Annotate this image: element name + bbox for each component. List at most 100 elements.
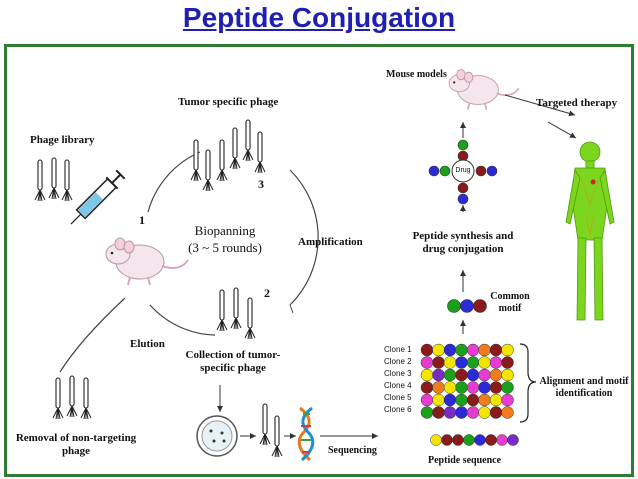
clone-bead — [466, 406, 480, 419]
clone-bead — [443, 356, 457, 369]
human-figure-icon — [565, 141, 615, 321]
clone-bead — [443, 368, 457, 382]
syringe-icon — [70, 169, 126, 225]
peptide-bead — [474, 434, 486, 446]
elution-line — [59, 297, 126, 373]
synthesis-line2: drug conjugation — [422, 243, 504, 255]
clone-label: Clone 6 — [384, 405, 412, 414]
clone-bead — [432, 381, 445, 394]
clone-bead — [466, 368, 480, 382]
clone-label: Clone 4 — [384, 381, 412, 390]
common-motif-label: Common motif — [488, 291, 532, 315]
peptide-bead — [485, 434, 497, 446]
collection-label: Collection of tumor- specific phage — [180, 349, 286, 375]
alignment-line1: Alignment and motif — [539, 376, 629, 387]
clone-bead — [466, 356, 480, 369]
peptide-sequence-beads — [430, 434, 519, 446]
clone-bead — [443, 406, 457, 419]
clone-bead — [501, 393, 514, 407]
clone-bead — [455, 343, 468, 357]
clone-bead — [501, 356, 514, 369]
cycle-arc-top — [147, 151, 201, 213]
clone-bead — [420, 368, 434, 382]
clone-bead — [455, 356, 468, 369]
clone-bead — [501, 406, 514, 419]
clone-bead — [443, 343, 457, 357]
page-title: Peptide Conjugation — [182, 2, 456, 33]
clone-bead — [501, 368, 514, 382]
mouse-model-icon — [448, 68, 520, 111]
mouse-models-label: Mouse models — [386, 69, 447, 80]
clone-bead — [489, 393, 503, 407]
clone-bead — [466, 393, 480, 407]
clone-bead-grid — [420, 343, 514, 419]
clone-bead — [420, 356, 434, 369]
clone-bead — [478, 393, 491, 407]
biopanning-line2: (3 ~ 5 rounds) — [188, 240, 262, 255]
clone-bead — [432, 356, 445, 369]
common-motif-line2: motif — [498, 303, 522, 314]
sequencing-label: Sequencing — [328, 445, 377, 456]
biopanning-line1: Biopanning — [194, 223, 256, 238]
clone-label: Clone 5 — [384, 393, 412, 402]
biopanning-label: Biopanning (3 ~ 5 rounds) — [180, 222, 270, 256]
common-motif-line1: Common — [490, 291, 530, 302]
clone-bead — [455, 381, 468, 394]
clone-bead — [455, 393, 468, 407]
alignment-label: Alignment and motif identification — [536, 376, 632, 400]
cycle-arc-bottom — [149, 304, 216, 336]
clone-bead — [478, 343, 491, 357]
clone-bead — [489, 368, 503, 382]
cycle-arc-right — [289, 169, 319, 306]
clone-label-list: Clone 1 Clone 2 Clone 3 Clone 4 Clone 5 … — [384, 344, 412, 416]
petri-dish-icon — [196, 415, 238, 457]
clone-bead — [420, 406, 434, 419]
clone-bead — [501, 343, 514, 357]
phage-library-group — [34, 157, 73, 202]
alignment-bracket — [519, 343, 537, 423]
synthesis-label: Peptide synthesis and drug conjugation — [400, 230, 526, 256]
peptide-bead — [507, 434, 519, 446]
tumor-specific-phage-label: Tumor specific phage — [178, 96, 279, 108]
peptide-bead — [496, 434, 508, 446]
removal-phage-group — [52, 375, 92, 420]
collection-line1: Collection of tumor- — [185, 349, 281, 361]
removal-line1: Removal of non-targeting — [15, 432, 137, 444]
clone-bead — [432, 343, 445, 357]
clone-bead — [489, 356, 503, 369]
peptide-bead — [463, 434, 475, 446]
phage-library-label: Phage library — [30, 134, 95, 146]
clone-bead — [489, 381, 503, 394]
mouse-icon — [105, 237, 189, 286]
clone-bead — [443, 381, 457, 394]
clone-label: Clone 3 — [384, 369, 412, 378]
dna-icon — [297, 406, 315, 462]
clone-bead — [443, 393, 457, 407]
clone-bead — [466, 343, 480, 357]
clone-bead — [501, 381, 514, 394]
peptide-bead — [441, 434, 453, 446]
clone-label: Clone 2 — [384, 357, 412, 366]
title-bar: Peptide Conjugation — [0, 0, 638, 42]
clone-bead — [455, 368, 468, 382]
synthesis-line1: Peptide synthesis and — [412, 230, 514, 242]
peptide-sequence-label: Peptide sequence — [428, 455, 502, 466]
step-3-label: 3 — [258, 177, 264, 191]
collection-line2: specific phage — [200, 362, 266, 374]
removal-line2: phage — [61, 445, 91, 457]
clone-bead — [478, 356, 491, 369]
removal-label: Removal of non-targeting phage — [6, 432, 146, 458]
clone-bead — [432, 406, 445, 419]
collected-phage-group — [216, 287, 256, 340]
clone-bead — [478, 368, 491, 382]
step-2-label: 2 — [264, 286, 270, 300]
peptide-bead — [452, 434, 464, 446]
amplification-label: Amplification — [298, 236, 363, 248]
clone-bead — [478, 406, 491, 419]
clone-bead — [478, 381, 491, 394]
drug-conjugate-icon — [428, 139, 498, 205]
clone-bead — [432, 368, 445, 382]
clone-bead — [432, 393, 445, 407]
clone-bead — [420, 343, 434, 357]
